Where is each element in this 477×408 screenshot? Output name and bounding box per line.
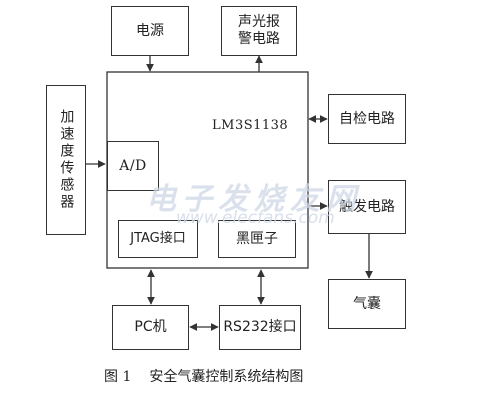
watermark-text: 电子发烧友网 xyxy=(146,182,362,217)
power-label: 电源 xyxy=(136,22,164,39)
alarm-label: 声光报 警电路 xyxy=(238,14,280,47)
self-check-label: 自检电路 xyxy=(339,110,395,127)
ad-block: A/D xyxy=(107,141,159,191)
self-check-block: 自检电路 xyxy=(328,94,406,144)
airbag-label: 气囊 xyxy=(353,295,381,312)
rs232-block: RS232接口 xyxy=(219,305,301,350)
figure-number: 图 1 xyxy=(104,369,132,385)
black-box-block: 黑匣子 xyxy=(218,220,296,258)
black-box-label: 黑匣子 xyxy=(236,230,278,247)
mcu-label: LM3S1138 xyxy=(212,118,289,133)
ad-label: A/D xyxy=(119,157,147,174)
power-block: 电源 xyxy=(111,6,189,56)
jtag-block: JTAG接口 xyxy=(118,220,198,258)
figure-caption: 图 1 安全气囊控制系统结构图 xyxy=(104,366,303,386)
trigger-block: 触发电路 xyxy=(328,180,406,234)
alarm-block: 声光报 警电路 xyxy=(221,6,297,56)
airbag-block: 气囊 xyxy=(328,279,406,329)
rs232-label: RS232接口 xyxy=(223,319,297,336)
trigger-label: 触发电路 xyxy=(339,198,395,215)
accel-sensor-block: 加速度传感器 xyxy=(46,85,86,235)
pc-label: PC机 xyxy=(134,319,167,336)
figure-title: 安全气囊控制系统结构图 xyxy=(149,369,304,385)
watermark-url: www.elecfans.com xyxy=(176,208,335,228)
accel-sensor-label: 加速度传感器 xyxy=(58,109,75,211)
jtag-label: JTAG接口 xyxy=(130,231,186,247)
pc-block: PC机 xyxy=(112,305,189,350)
